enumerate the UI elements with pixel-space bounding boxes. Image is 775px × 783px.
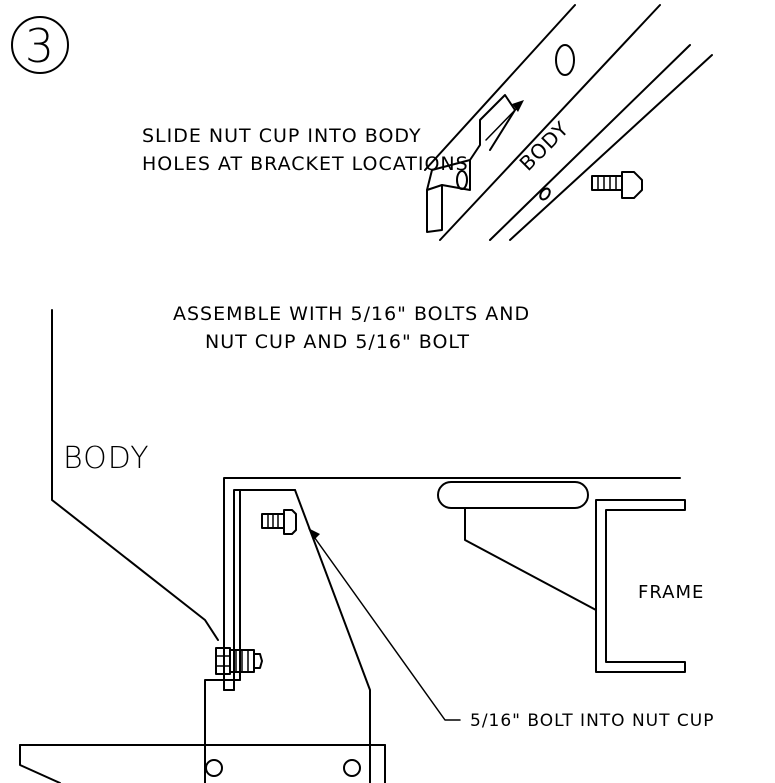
instruction-2-line1: ASSEMBLE WITH 5/16" BOLTS AND xyxy=(173,303,530,325)
frame-rail: FRAME xyxy=(437,481,704,673)
bracket-bolt-icon xyxy=(215,647,263,675)
body-label-main: BODY xyxy=(63,441,150,476)
instruction-1-line2: HOLES AT BRACKET LOCATIONS xyxy=(142,153,469,175)
body-outline: BODY xyxy=(51,309,219,641)
nut-cup-bolt-icon xyxy=(261,509,297,535)
nut-cup-detail xyxy=(426,94,524,233)
bolt-icon-top xyxy=(591,171,643,199)
step-badge: 3 xyxy=(11,16,69,74)
bolt-callout-text: 5/16" BOLT INTO NUT CUP xyxy=(470,711,714,731)
body-panel-detail: BODY xyxy=(424,4,713,241)
bolt-callout: 5/16" BOLT INTO NUT CUP xyxy=(308,528,714,731)
frame-label: FRAME xyxy=(638,582,704,603)
instruction-1-line1: SLIDE NUT CUP INTO BODY xyxy=(142,125,422,147)
bracket xyxy=(204,477,681,783)
base-plate xyxy=(19,744,386,783)
step-number: 3 xyxy=(25,19,55,73)
instruction-2-line2: NUT CUP AND 5/16" BOLT xyxy=(205,331,470,353)
